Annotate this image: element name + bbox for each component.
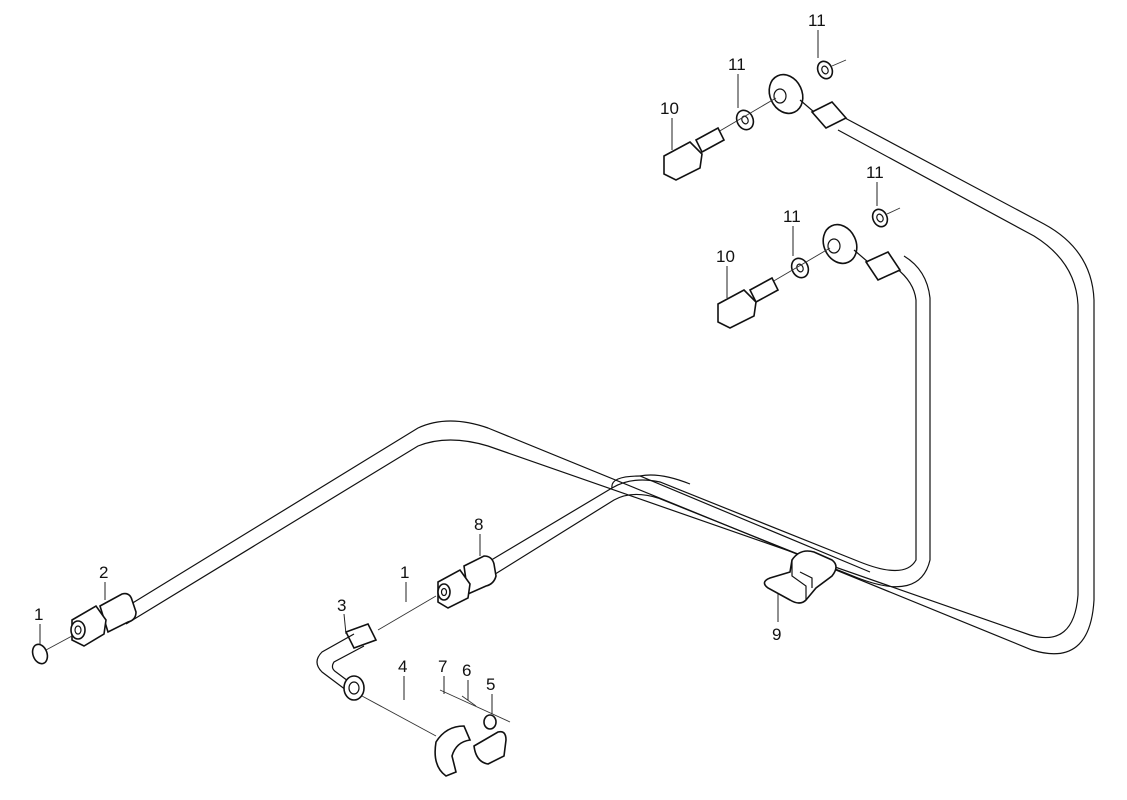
- callout-labels: 1 2 3 1 4 7 6 5 8 9 10 11 11 10 11 11: [34, 11, 884, 694]
- callout-3-elbow: 3: [337, 596, 346, 615]
- callout-11-washer-d: 11: [866, 163, 884, 182]
- callout-11-washer-c: 11: [783, 207, 801, 226]
- callout-11-washer-a: 11: [728, 55, 746, 74]
- callout-1-oring-b: 1: [400, 563, 409, 582]
- callout-9-clamp: 9: [772, 625, 781, 644]
- pipe-clamp: [763, 550, 837, 604]
- long-brake-pipe: [117, 117, 1095, 655]
- callout-7: 7: [438, 657, 447, 676]
- callout-11-washer-b: 11: [808, 11, 826, 30]
- leader-lines: [39, 30, 878, 714]
- callout-5: 5: [486, 675, 495, 694]
- short-brake-pipe: [487, 255, 931, 588]
- callout-1-oring: 1: [34, 605, 43, 624]
- left-pipe-fitting: [31, 592, 137, 665]
- callout-4-bracket: 4: [398, 657, 407, 676]
- callout-10-bolt-lower: 10: [716, 247, 735, 266]
- middle-pipe-fitting: [437, 555, 497, 609]
- caliper-bracket: [361, 689, 511, 777]
- lower-banjo-assembly: [717, 207, 902, 329]
- elbow-adapter: [316, 595, 437, 701]
- callout-6: 6: [462, 661, 471, 680]
- callout-8-fitting: 8: [474, 515, 483, 534]
- callout-10-bolt-upper: 10: [660, 99, 679, 118]
- callout-2-left-fitting: 2: [99, 563, 108, 582]
- upper-banjo-assembly: [663, 59, 848, 181]
